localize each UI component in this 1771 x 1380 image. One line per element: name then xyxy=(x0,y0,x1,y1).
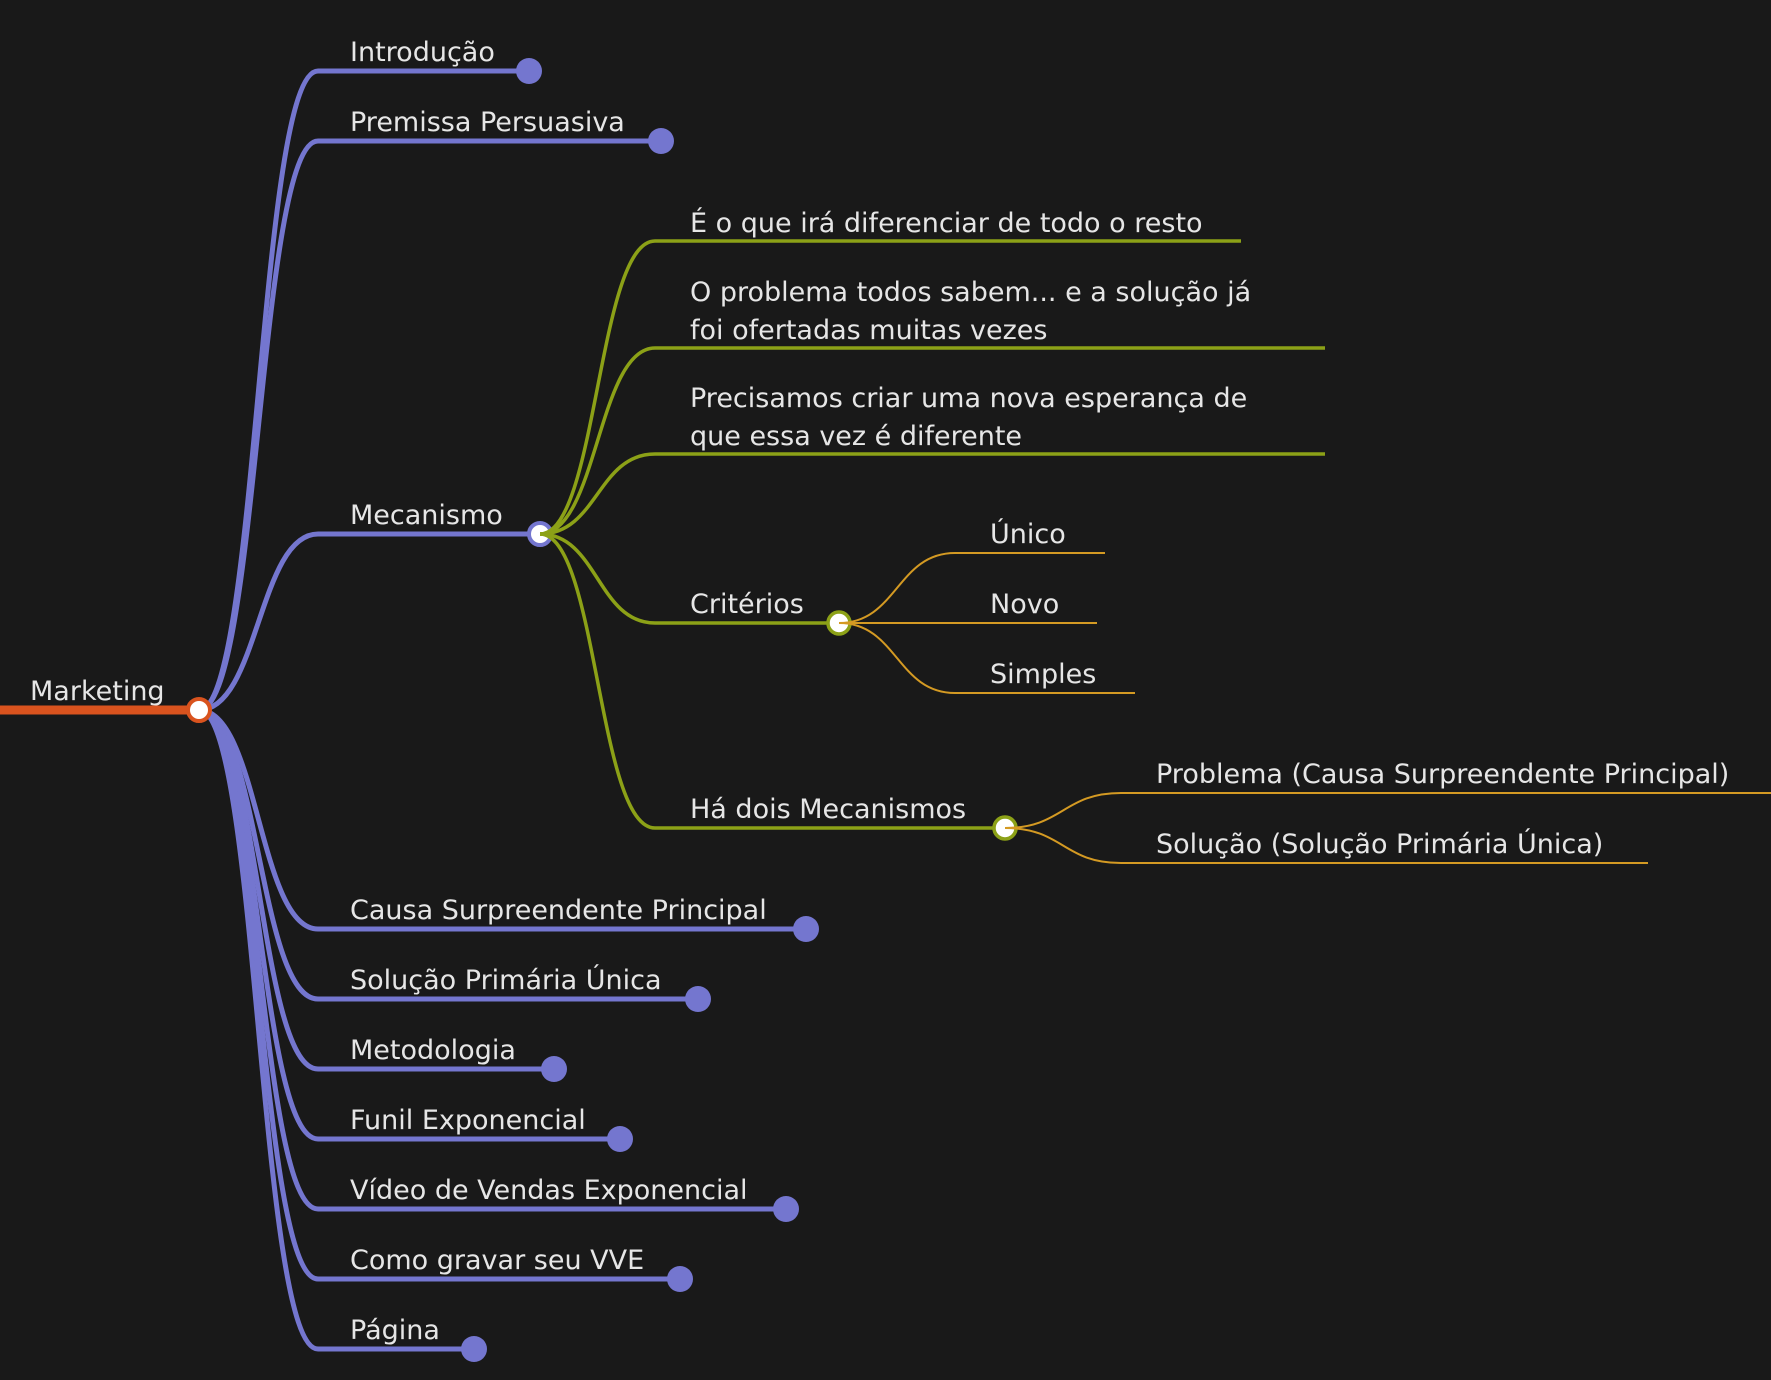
mecanismo-item-ha-dois-mecanismos[interactable]: Há dois Mecanismos xyxy=(539,532,1018,841)
edge-mecanismo xyxy=(198,531,319,713)
edge-video-de-vendas-exponencial xyxy=(198,707,319,1212)
branch-label-video-de-vendas-exponencial: Vídeo de Vendas Exponencial xyxy=(350,1175,748,1206)
criterio-simples[interactable]: Simples xyxy=(838,622,1135,694)
mecanismo-solucao[interactable]: Solução (Solução Primária Única) xyxy=(1004,827,1648,864)
branch-pagina[interactable]: Página xyxy=(198,707,487,1362)
edge-simples xyxy=(838,622,956,694)
edge-pagina xyxy=(198,707,319,1352)
collapsed-node-solucao-primaria-unica[interactable] xyxy=(685,986,711,1012)
mecanismos-children: Problema (Causa Surpreendente Principal)… xyxy=(1004,759,1771,864)
branch-funil-exponencial[interactable]: Funil Exponencial xyxy=(198,707,633,1152)
collapsed-node-premissa-persuasiva[interactable] xyxy=(648,128,674,154)
collapsed-node-metodologia[interactable] xyxy=(541,1056,567,1082)
criterios-children: Único Novo Simples xyxy=(838,518,1135,694)
branch-solucao-primaria-unica[interactable]: Solução Primária Única xyxy=(198,707,711,1012)
criterio-label-novo: Novo xyxy=(990,589,1059,620)
branch-label-introducao: Introdução xyxy=(350,37,495,68)
branch-metodologia[interactable]: Metodologia xyxy=(198,707,567,1082)
criterio-novo[interactable]: Novo xyxy=(838,589,1097,625)
level1-branches: Introdução Premissa Persuasiva Mecanismo… xyxy=(198,37,819,1362)
branch-premissa-persuasiva[interactable]: Premissa Persuasiva xyxy=(198,107,674,713)
edge-problema xyxy=(1004,792,1122,829)
branch-label-como-gravar-seu-vve: Como gravar seu VVE xyxy=(350,1245,644,1276)
mecanismo-item-diferenciar[interactable]: É o que irá diferenciar de todo o resto xyxy=(539,207,1241,536)
branch-label-causa-surpreendente-principal: Causa Surpreendente Principal xyxy=(350,895,767,926)
edge-premissa-persuasiva xyxy=(198,138,319,713)
item-label-nova-esperanca-line2: que essa vez é diferente xyxy=(690,421,1022,452)
branch-label-solucao-primaria-unica: Solução Primária Única xyxy=(350,964,662,996)
collapsed-node-introducao[interactable] xyxy=(516,58,542,84)
item-label-nova-esperanca-line1: Precisamos criar uma nova esperança de xyxy=(690,383,1247,414)
mecanismo-label-problema: Problema (Causa Surpreendente Principal) xyxy=(1156,759,1729,790)
collapsed-node-como-gravar-seu-vve[interactable] xyxy=(667,1266,693,1292)
mecanismo-children: É o que irá diferenciar de todo o resto … xyxy=(539,207,1325,841)
edge-ha-dois-mecanismos xyxy=(539,532,656,830)
expanded-node-root[interactable] xyxy=(186,697,212,723)
item-label-diferenciar: É o que irá diferenciar de todo o resto xyxy=(690,207,1203,239)
edge-criterios xyxy=(539,532,656,625)
mecanismo-item-nova-esperanca[interactable]: Precisamos criar uma nova esperança de q… xyxy=(539,383,1325,536)
branch-como-gravar-seu-vve[interactable]: Como gravar seu VVE xyxy=(198,707,693,1292)
mecanismo-item-problema-todos-sabem[interactable]: O problema todos sabem... e a solução já… xyxy=(539,277,1325,536)
item-label-ha-dois-mecanismos: Há dois Mecanismos xyxy=(690,794,966,825)
edge-solucao xyxy=(1004,827,1122,864)
branch-label-premissa-persuasiva: Premissa Persuasiva xyxy=(350,107,625,138)
edge-diferenciar xyxy=(539,239,656,536)
collapsed-node-video-de-vendas-exponencial[interactable] xyxy=(773,1196,799,1222)
criterio-label-unico: Único xyxy=(990,518,1066,550)
branch-label-metodologia: Metodologia xyxy=(350,1035,516,1066)
collapsed-node-pagina[interactable] xyxy=(461,1336,487,1362)
branch-label-mecanismo: Mecanismo xyxy=(350,500,503,531)
branch-label-funil-exponencial: Funil Exponencial xyxy=(350,1105,586,1136)
branch-causa-surpreendente-principal[interactable]: Causa Surpreendente Principal xyxy=(198,707,819,942)
item-label-problema-todos-sabem-line2: foi ofertadas muitas vezes xyxy=(690,315,1047,346)
edge-nova-esperanca xyxy=(539,452,656,536)
mecanismo-label-solucao: Solução (Solução Primária Única) xyxy=(1156,828,1603,860)
edge-unico xyxy=(838,552,956,624)
item-label-criterios: Critérios xyxy=(690,589,804,620)
branch-mecanismo[interactable]: Mecanismo xyxy=(198,500,553,713)
mecanismo-item-criterios[interactable]: Critérios xyxy=(539,532,852,636)
collapsed-node-causa-surpreendente-principal[interactable] xyxy=(793,916,819,942)
criterio-unico[interactable]: Único xyxy=(838,518,1105,624)
root-node[interactable]: Marketing xyxy=(0,676,190,715)
mecanismo-problema[interactable]: Problema (Causa Surpreendente Principal) xyxy=(1004,759,1771,829)
item-label-problema-todos-sabem-line1: O problema todos sabem... e a solução já xyxy=(690,277,1251,308)
branch-label-pagina: Página xyxy=(350,1315,440,1346)
collapsed-node-funil-exponencial[interactable] xyxy=(607,1126,633,1152)
edge-problema-todos-sabem xyxy=(539,346,656,536)
root-label: Marketing xyxy=(30,676,165,707)
criterio-label-simples: Simples xyxy=(990,659,1096,690)
